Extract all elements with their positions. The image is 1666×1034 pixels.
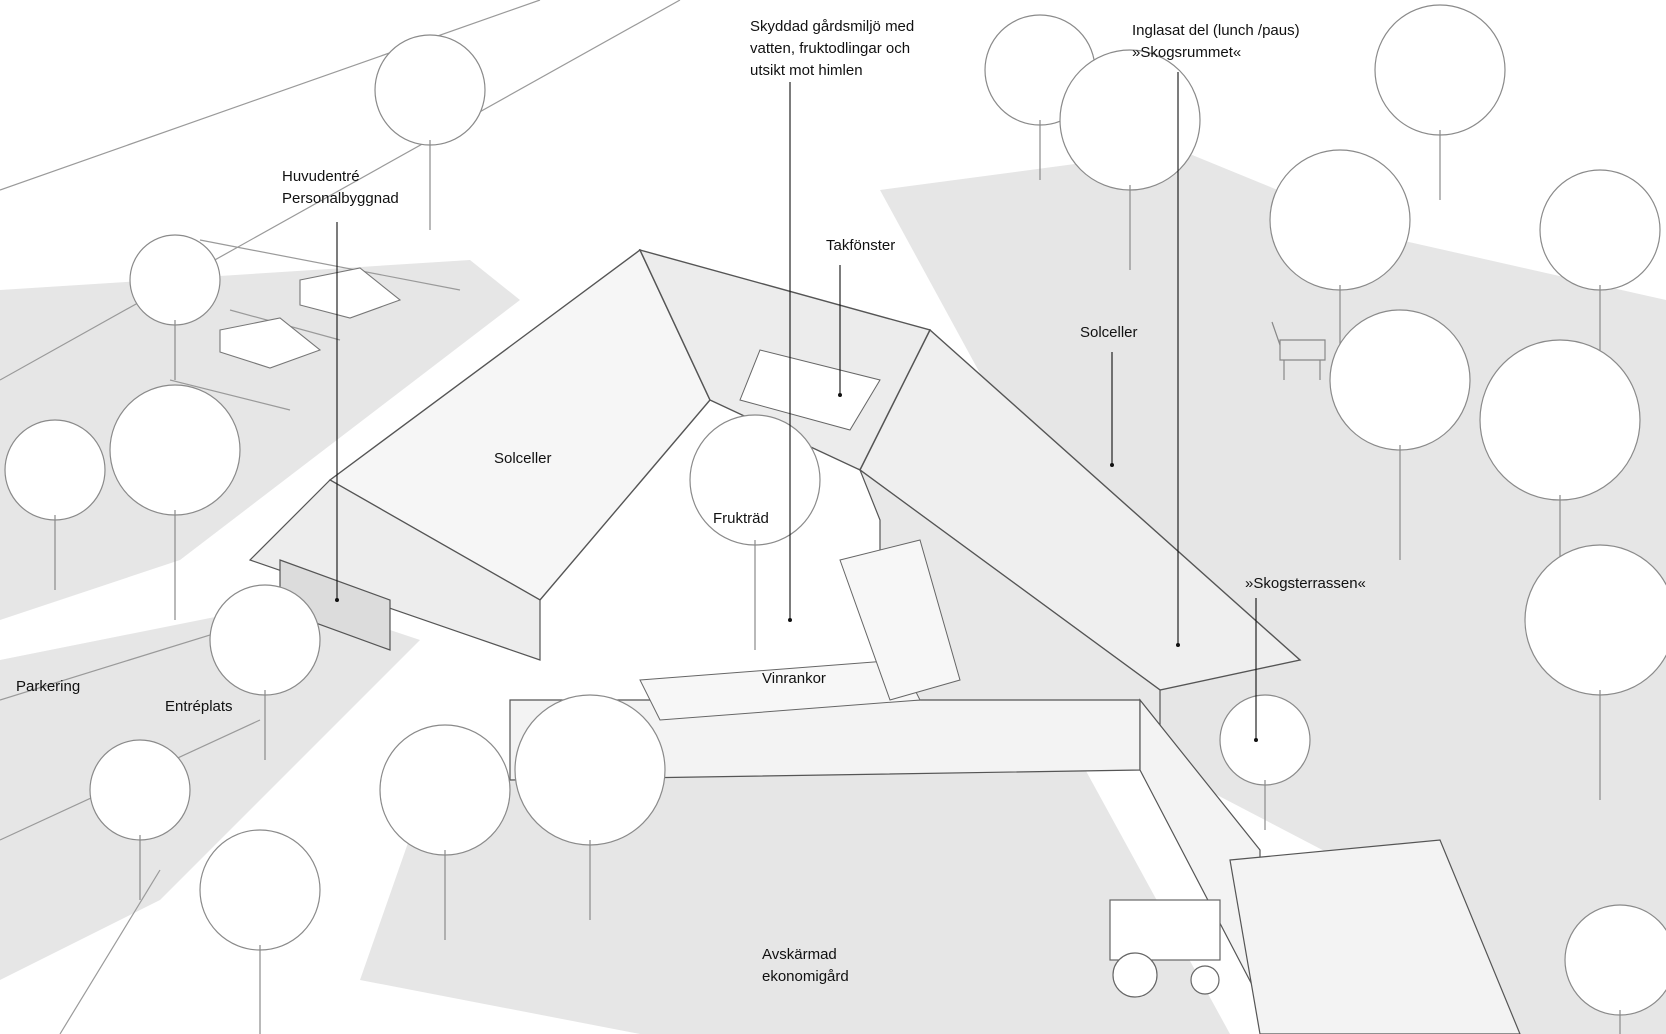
label-service-yard: Avskärmad ekonomigård xyxy=(762,944,849,988)
leader-lines xyxy=(336,72,1257,740)
courtyard-walls xyxy=(509,698,1521,1034)
trees xyxy=(4,4,1666,1034)
label-skylight: Takfönster xyxy=(826,237,896,254)
parked-cars xyxy=(219,267,402,369)
tractor xyxy=(1109,899,1221,998)
label-main-entrance-line-2: Personalbyggnad xyxy=(282,190,399,207)
label-parking: Parkering xyxy=(16,678,81,695)
label-glazed-part-line-1: Inglasat del (lunch /paus) xyxy=(1132,22,1300,39)
label-glazed-part-line-2: »Skogsrummet« xyxy=(1132,44,1242,61)
label-vines: Vinrankor xyxy=(762,670,826,687)
label-service-yard-line-2: ekonomigård xyxy=(762,968,849,985)
label-main-entrance-line-1: Huvudentré xyxy=(282,168,360,185)
pergola xyxy=(639,539,961,721)
label-entrance-plaza: Entréplats xyxy=(165,698,233,715)
leader-dots xyxy=(335,393,1258,742)
label-glazed-part: Inglasat del (lunch /paus) »Skogsrummet« xyxy=(1132,20,1300,64)
deer xyxy=(1271,321,1326,380)
label-protected-courtyard-line-1: Skyddad gårdsmiljö med xyxy=(750,18,915,35)
label-service-yard-line-1: Avskärmad xyxy=(762,946,837,963)
label-protected-courtyard: Skyddad gårdsmiljö med vatten, fruktodli… xyxy=(750,16,914,82)
label-solar-right: Solceller xyxy=(1080,324,1138,341)
label-main-entrance: Huvudentré Personalbyggnad xyxy=(282,166,399,210)
label-solar-left: Solceller xyxy=(494,450,552,467)
label-protected-courtyard-line-3: utsikt mot himlen xyxy=(750,62,863,79)
label-protected-courtyard-line-2: vatten, fruktodlingar och xyxy=(750,40,911,57)
label-forest-terrace: »Skogsterrassen« xyxy=(1245,575,1366,592)
label-fruit-trees: Frukträd xyxy=(713,510,769,527)
